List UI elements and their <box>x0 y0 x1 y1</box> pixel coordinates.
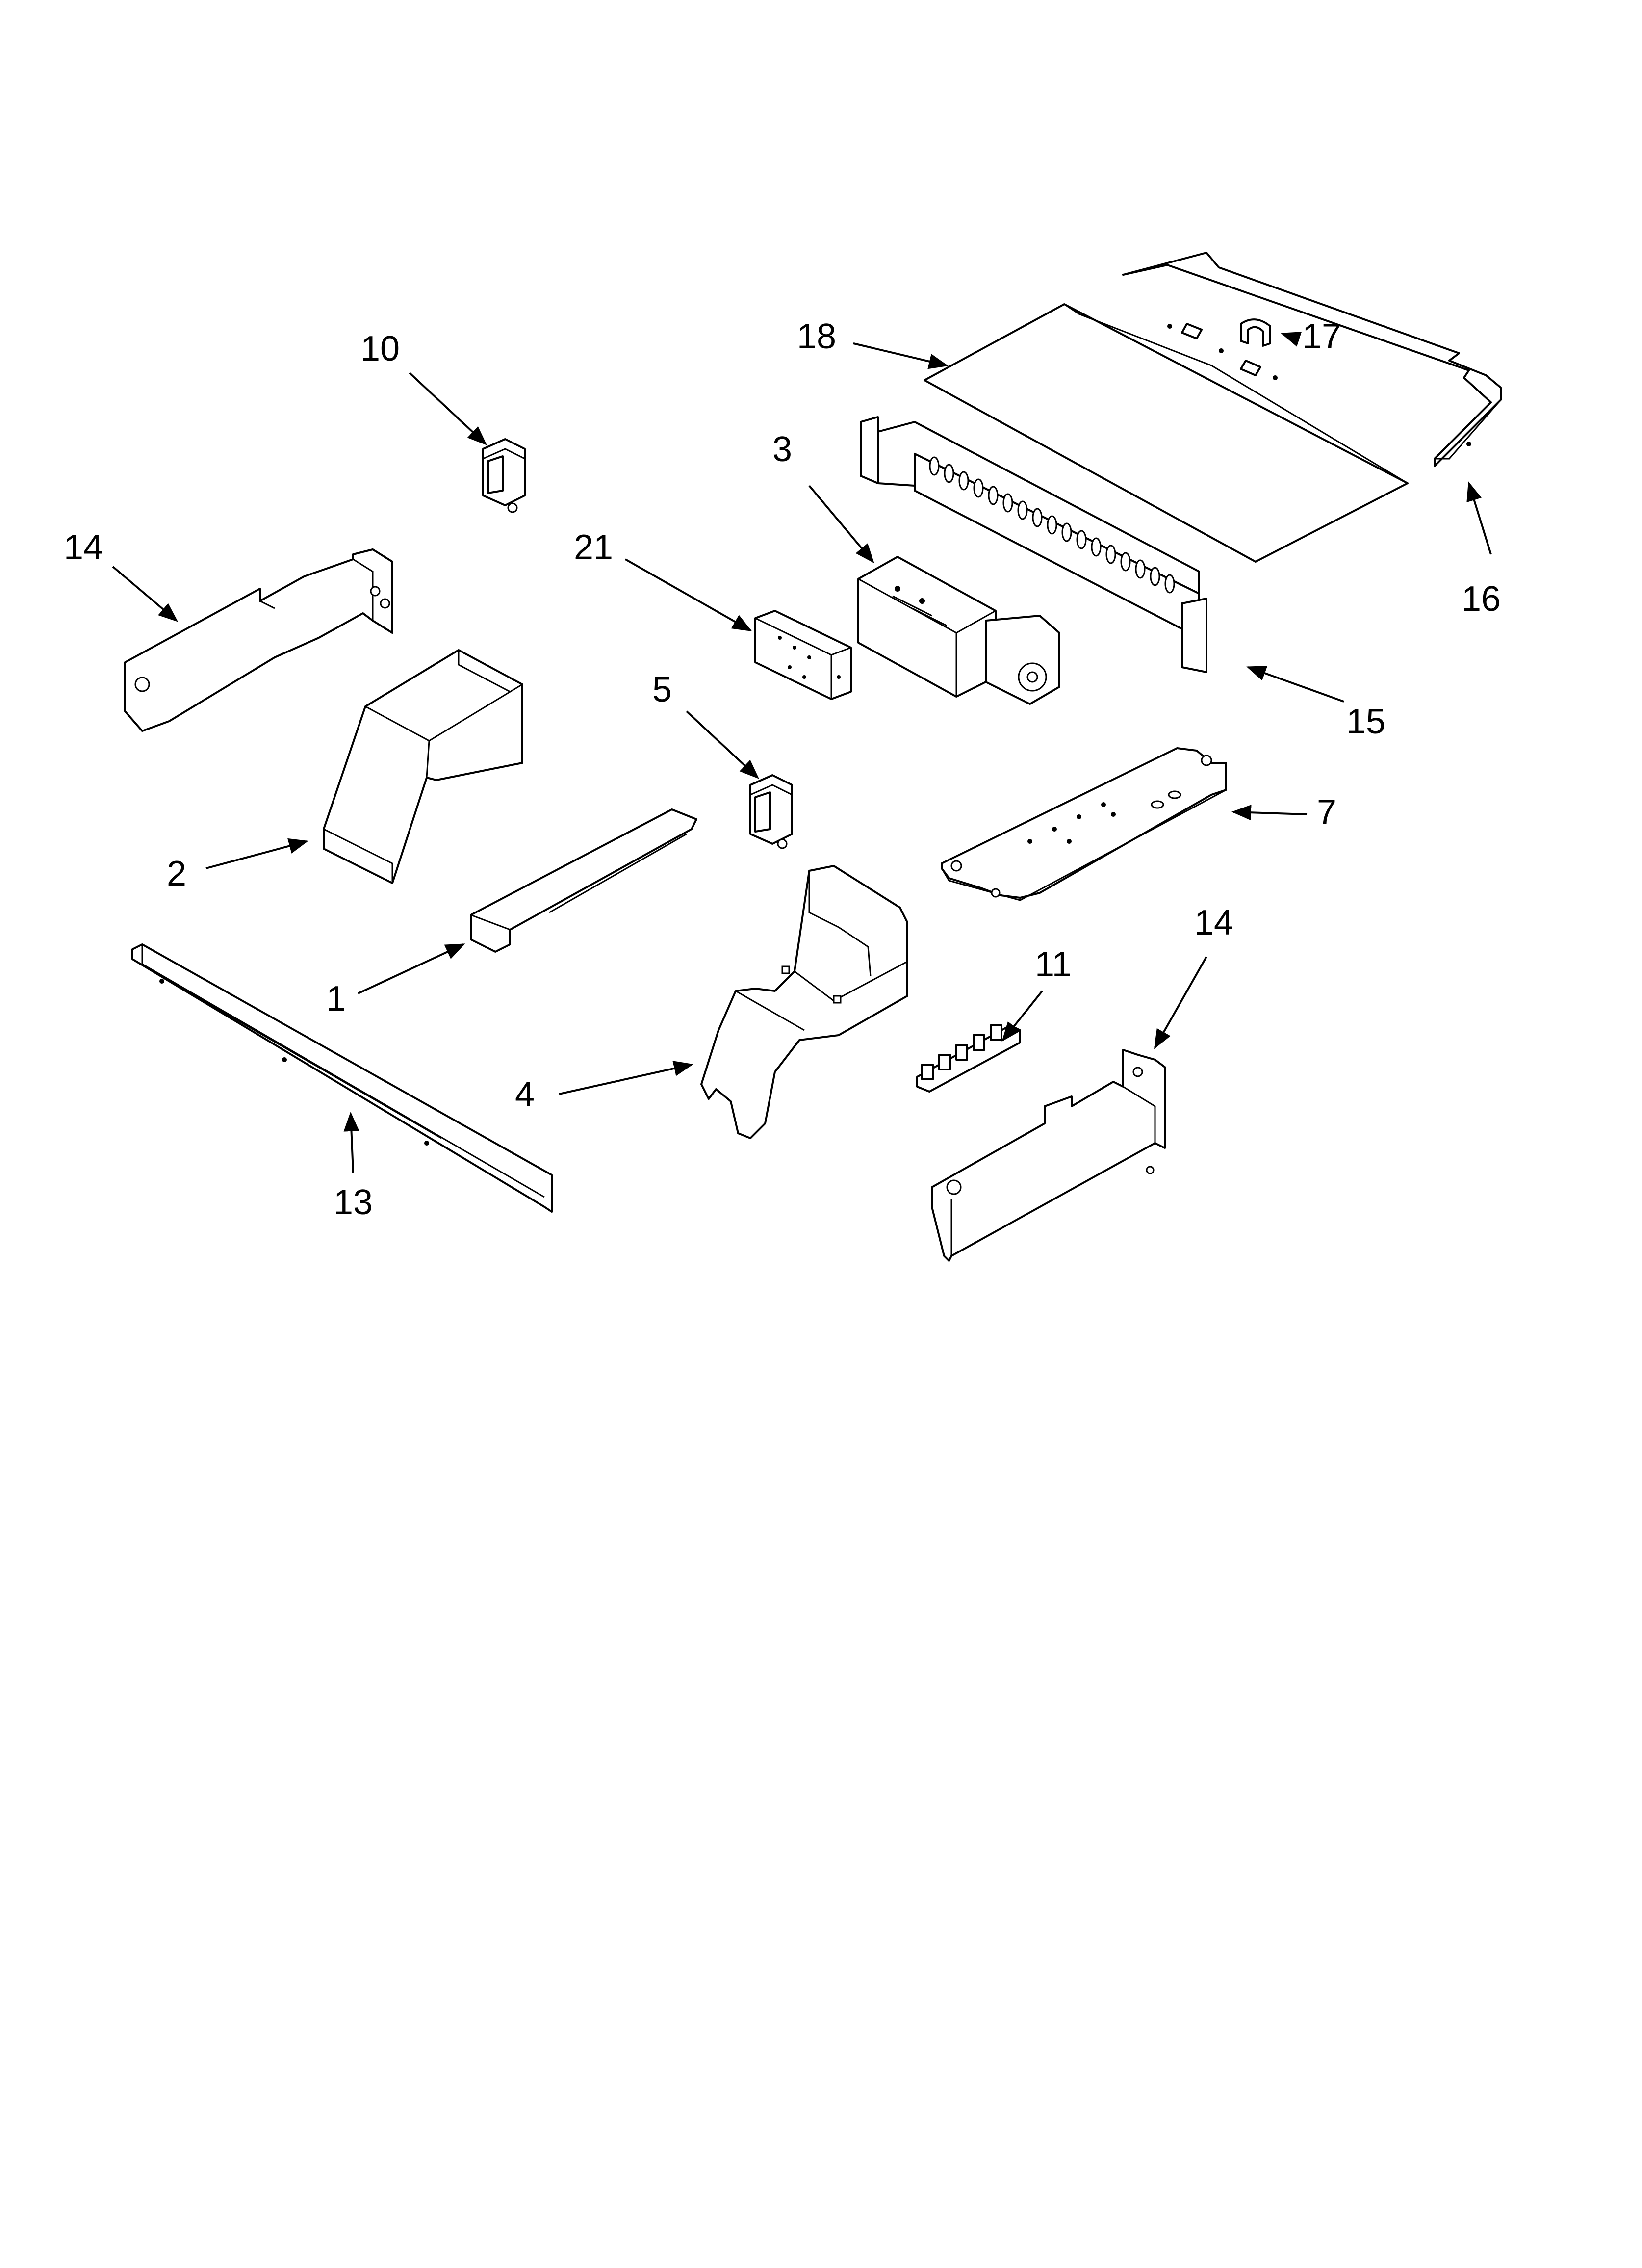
part-14-right-bracket <box>931 1049 1166 1262</box>
label-15: 15 <box>1346 702 1385 741</box>
label-13: 13 <box>334 1183 373 1222</box>
label-2: 2 <box>167 854 186 893</box>
label-21: 21 <box>574 528 613 567</box>
part-1-channel <box>470 808 697 953</box>
leader-lines <box>112 332 1492 1173</box>
part-2-duct <box>323 649 523 884</box>
label-3: 3 <box>772 430 792 469</box>
label-18: 18 <box>797 317 836 356</box>
label-11: 11 <box>1035 945 1072 984</box>
part-11-terminal-block <box>916 1024 1021 1093</box>
part-15-vented-bracket <box>860 416 1207 673</box>
label-17: 17 <box>1302 317 1341 356</box>
callout-labels: 10 18 17 16 3 21 14 15 5 2 7 1 11 14 4 1… <box>64 317 1501 1222</box>
label-1: 1 <box>326 979 346 1018</box>
label-14a: 14 <box>64 528 103 567</box>
label-4: 4 <box>515 1075 535 1114</box>
part-7-base-plate <box>941 747 1227 901</box>
label-16: 16 <box>1462 579 1501 619</box>
part-16-top-panel <box>1122 252 1502 467</box>
label-7: 7 <box>1317 793 1336 832</box>
part-21-insulation-block <box>754 610 852 700</box>
part-5-switch <box>749 774 793 849</box>
label-10: 10 <box>360 329 400 368</box>
vent-slots <box>929 456 1175 594</box>
part-18-shield-plate <box>924 303 1409 563</box>
label-14b: 14 <box>1194 903 1233 942</box>
part-3-latch-assembly <box>857 556 1060 705</box>
part-17-clip <box>1240 318 1271 347</box>
label-5: 5 <box>652 670 672 709</box>
part-14-left-bracket <box>124 548 393 732</box>
part-4-deflector <box>700 865 908 1139</box>
part-13-rail <box>131 943 553 1213</box>
part-10-switch <box>482 438 526 513</box>
